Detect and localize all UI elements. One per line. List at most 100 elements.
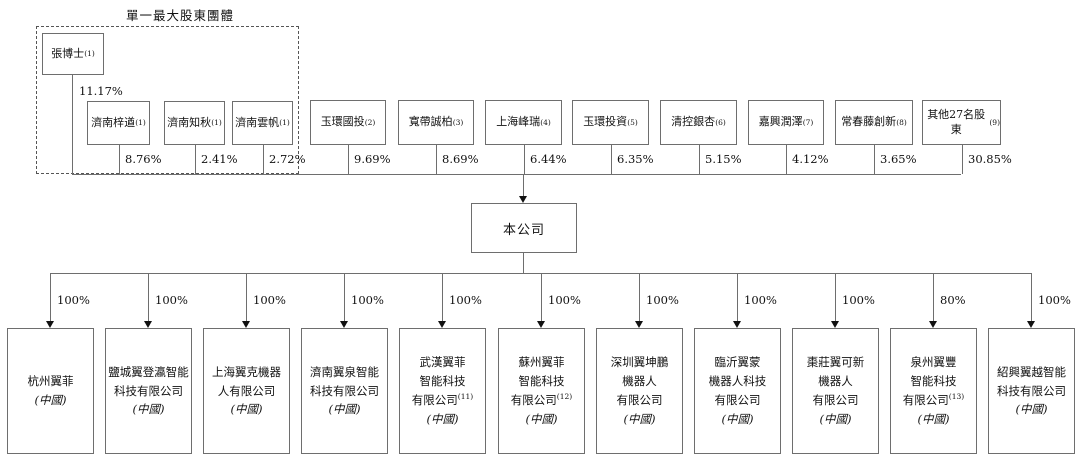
arrowhead-subsidiary (831, 321, 839, 328)
subsidiary-pct-label: 100% (449, 293, 482, 307)
member-name: 濟南梓遒 (91, 115, 136, 129)
subsidiary-country: (中國) (721, 411, 754, 426)
subsidiary-name-footnote: (13) (948, 392, 965, 402)
subsidiary-name: 濟南翼泉智能 科技有限公司 (310, 364, 379, 398)
subsidiary-label: 鹽城翼登瀛智能 科技有限公司(中國) (108, 363, 189, 420)
subsidiary-country: (中國) (230, 402, 263, 417)
shareholder-name: 寬帶誠柏 (408, 115, 453, 129)
subsidiary-pct-label: 100% (842, 293, 875, 307)
connector-subsidiary (541, 273, 542, 322)
shareholder-name: 其他27名股東 (927, 108, 986, 136)
subsidiary-name: 武漢翼菲 智能科技 有限公司 (411, 355, 466, 407)
subsidiary-country: (中國) (819, 411, 852, 426)
connector-member (119, 145, 120, 174)
arrowhead-subsidiary (733, 321, 741, 328)
subsidiary-country: (中國) (623, 411, 656, 426)
shareholder-name: 上海峰瑞 (496, 115, 541, 129)
shareholder-box: 常春藤創新(8) (835, 100, 913, 145)
subsidiary-box: 杭州翼菲(中國) (7, 328, 94, 454)
arrowhead-subsidiary (46, 321, 54, 328)
arrowhead-subsidiary (635, 321, 643, 328)
shareholders-bus-line (72, 174, 961, 175)
founder-pct-label: 11.17% (79, 84, 123, 98)
connector-shareholder (874, 145, 875, 174)
group-title: 單一最大股東團體 (126, 8, 235, 23)
subsidiary-name: 鹽城翼登瀛智能 科技有限公司 (108, 364, 189, 398)
connector-shareholder (699, 145, 700, 174)
shareholder-name: 常春藤創新 (841, 115, 897, 129)
shareholder-box: 寬帶誠柏(3) (398, 100, 474, 145)
shareholder-pct-label: 30.85% (968, 152, 1012, 166)
arrowhead-subsidiary (929, 321, 937, 328)
subsidiary-pct-label: 100% (57, 293, 90, 307)
shareholder-pct-label: 5.15% (705, 152, 742, 166)
connector-subsidiary (442, 273, 443, 322)
largest-shareholder-group-frame (36, 26, 299, 174)
shareholder-pct-label: 4.12% (792, 152, 829, 166)
subsidiary-name: 紹興翼越智能 科技有限公司 (997, 364, 1066, 398)
shareholder-box: 玉環國投(2) (310, 100, 386, 145)
connector-from-company (523, 253, 524, 273)
shareholder-box-founder: 張博士(1) (42, 33, 104, 75)
subsidiary-label: 棗莊翼可新 機器人 有限公司 (中國) (807, 353, 865, 429)
subsidiary-pct-label: 100% (253, 293, 286, 307)
connector-member (263, 145, 264, 174)
shareholder-box-member: 濟南梓遒(1) (87, 101, 150, 145)
connector-to-company (523, 174, 524, 197)
subsidiary-box: 臨沂翼蒙 機器人科技 有限公司(中國) (694, 328, 781, 454)
member-pct-label: 2.72% (269, 152, 306, 166)
member-name: 濟南雲帆 (235, 115, 280, 129)
subsidiary-name-footnote: (11) (457, 392, 474, 402)
connector-shareholder (436, 145, 437, 174)
shareholder-pct-label: 8.69% (442, 152, 479, 166)
subsidiary-box: 棗莊翼可新 機器人 有限公司 (中國) (792, 328, 879, 454)
subsidiary-box: 上海翼克機器 人有限公司 (中國) (203, 328, 290, 454)
subsidiary-pct-label: 80% (940, 293, 966, 307)
shareholder-box: 清控銀杏(6) (660, 100, 737, 145)
member-name: 濟南知秋 (167, 115, 212, 129)
connector-subsidiary (639, 273, 640, 322)
subsidiary-country: (中國) (426, 411, 459, 426)
connector-subsidiary (344, 273, 345, 322)
subsidiary-country: (中國) (917, 411, 950, 426)
shareholder-pct-label: 6.44% (530, 152, 567, 166)
shareholder-box: 其他27名股東(9) (922, 100, 1001, 145)
connector-subsidiary (1031, 273, 1032, 322)
shareholder-box: 玉環投資(5) (572, 100, 649, 145)
subsidiary-label: 蘇州翼菲 智能科技 有限公司(12)(中國) (511, 353, 572, 429)
company-name: 本公司 (502, 222, 545, 238)
subsidiary-name: 棗莊翼可新 機器人 有限公司 (806, 355, 865, 407)
subsidiary-country: (中國) (328, 402, 361, 417)
connector-subsidiary (933, 273, 934, 322)
connector-subsidiary (737, 273, 738, 322)
subsidiary-country: (中國) (525, 411, 558, 426)
shareholder-box-member: 濟南雲帆(1) (232, 101, 293, 145)
subsidiary-label: 杭州翼菲(中國) (28, 372, 74, 410)
subsidiary-label: 濟南翼泉智能 科技有限公司 (中國) (310, 363, 379, 420)
connector-member (195, 145, 196, 174)
connector-founder (72, 75, 73, 174)
shareholder-name: 玉環國投 (320, 115, 365, 129)
arrowhead-subsidiary (242, 321, 250, 328)
subsidiary-name: 杭州翼菲 (27, 374, 74, 389)
subsidiary-pct-label: 100% (155, 293, 188, 307)
arrowhead-subsidiary (1027, 321, 1035, 328)
shareholder-pct-label: 3.65% (880, 152, 917, 166)
arrowhead-subsidiary (144, 321, 152, 328)
subsidiary-name-footnote: (12) (556, 392, 573, 402)
subsidiary-pct-label: 100% (744, 293, 777, 307)
shareholder-box: 上海峰瑞(4) (485, 100, 562, 145)
subsidiary-name: 上海翼克機器 人有限公司 (212, 364, 281, 398)
connector-shareholder (611, 145, 612, 174)
subsidiary-name: 深圳翼坤鵬 機器人 有限公司 (610, 355, 669, 407)
shareholder-pct-label: 9.69% (354, 152, 391, 166)
subsidiary-box: 武漢翼菲 智能科技 有限公司(11) (中國) (399, 328, 486, 454)
subsidiary-pct-label: 100% (351, 293, 384, 307)
arrowhead-subsidiary (438, 321, 446, 328)
arrowhead-subsidiary (537, 321, 545, 328)
connector-shareholder (524, 145, 525, 174)
connector-subsidiary (50, 273, 51, 322)
shareholder-box-member: 濟南知秋(1) (164, 101, 225, 145)
arrowhead-subsidiary (340, 321, 348, 328)
